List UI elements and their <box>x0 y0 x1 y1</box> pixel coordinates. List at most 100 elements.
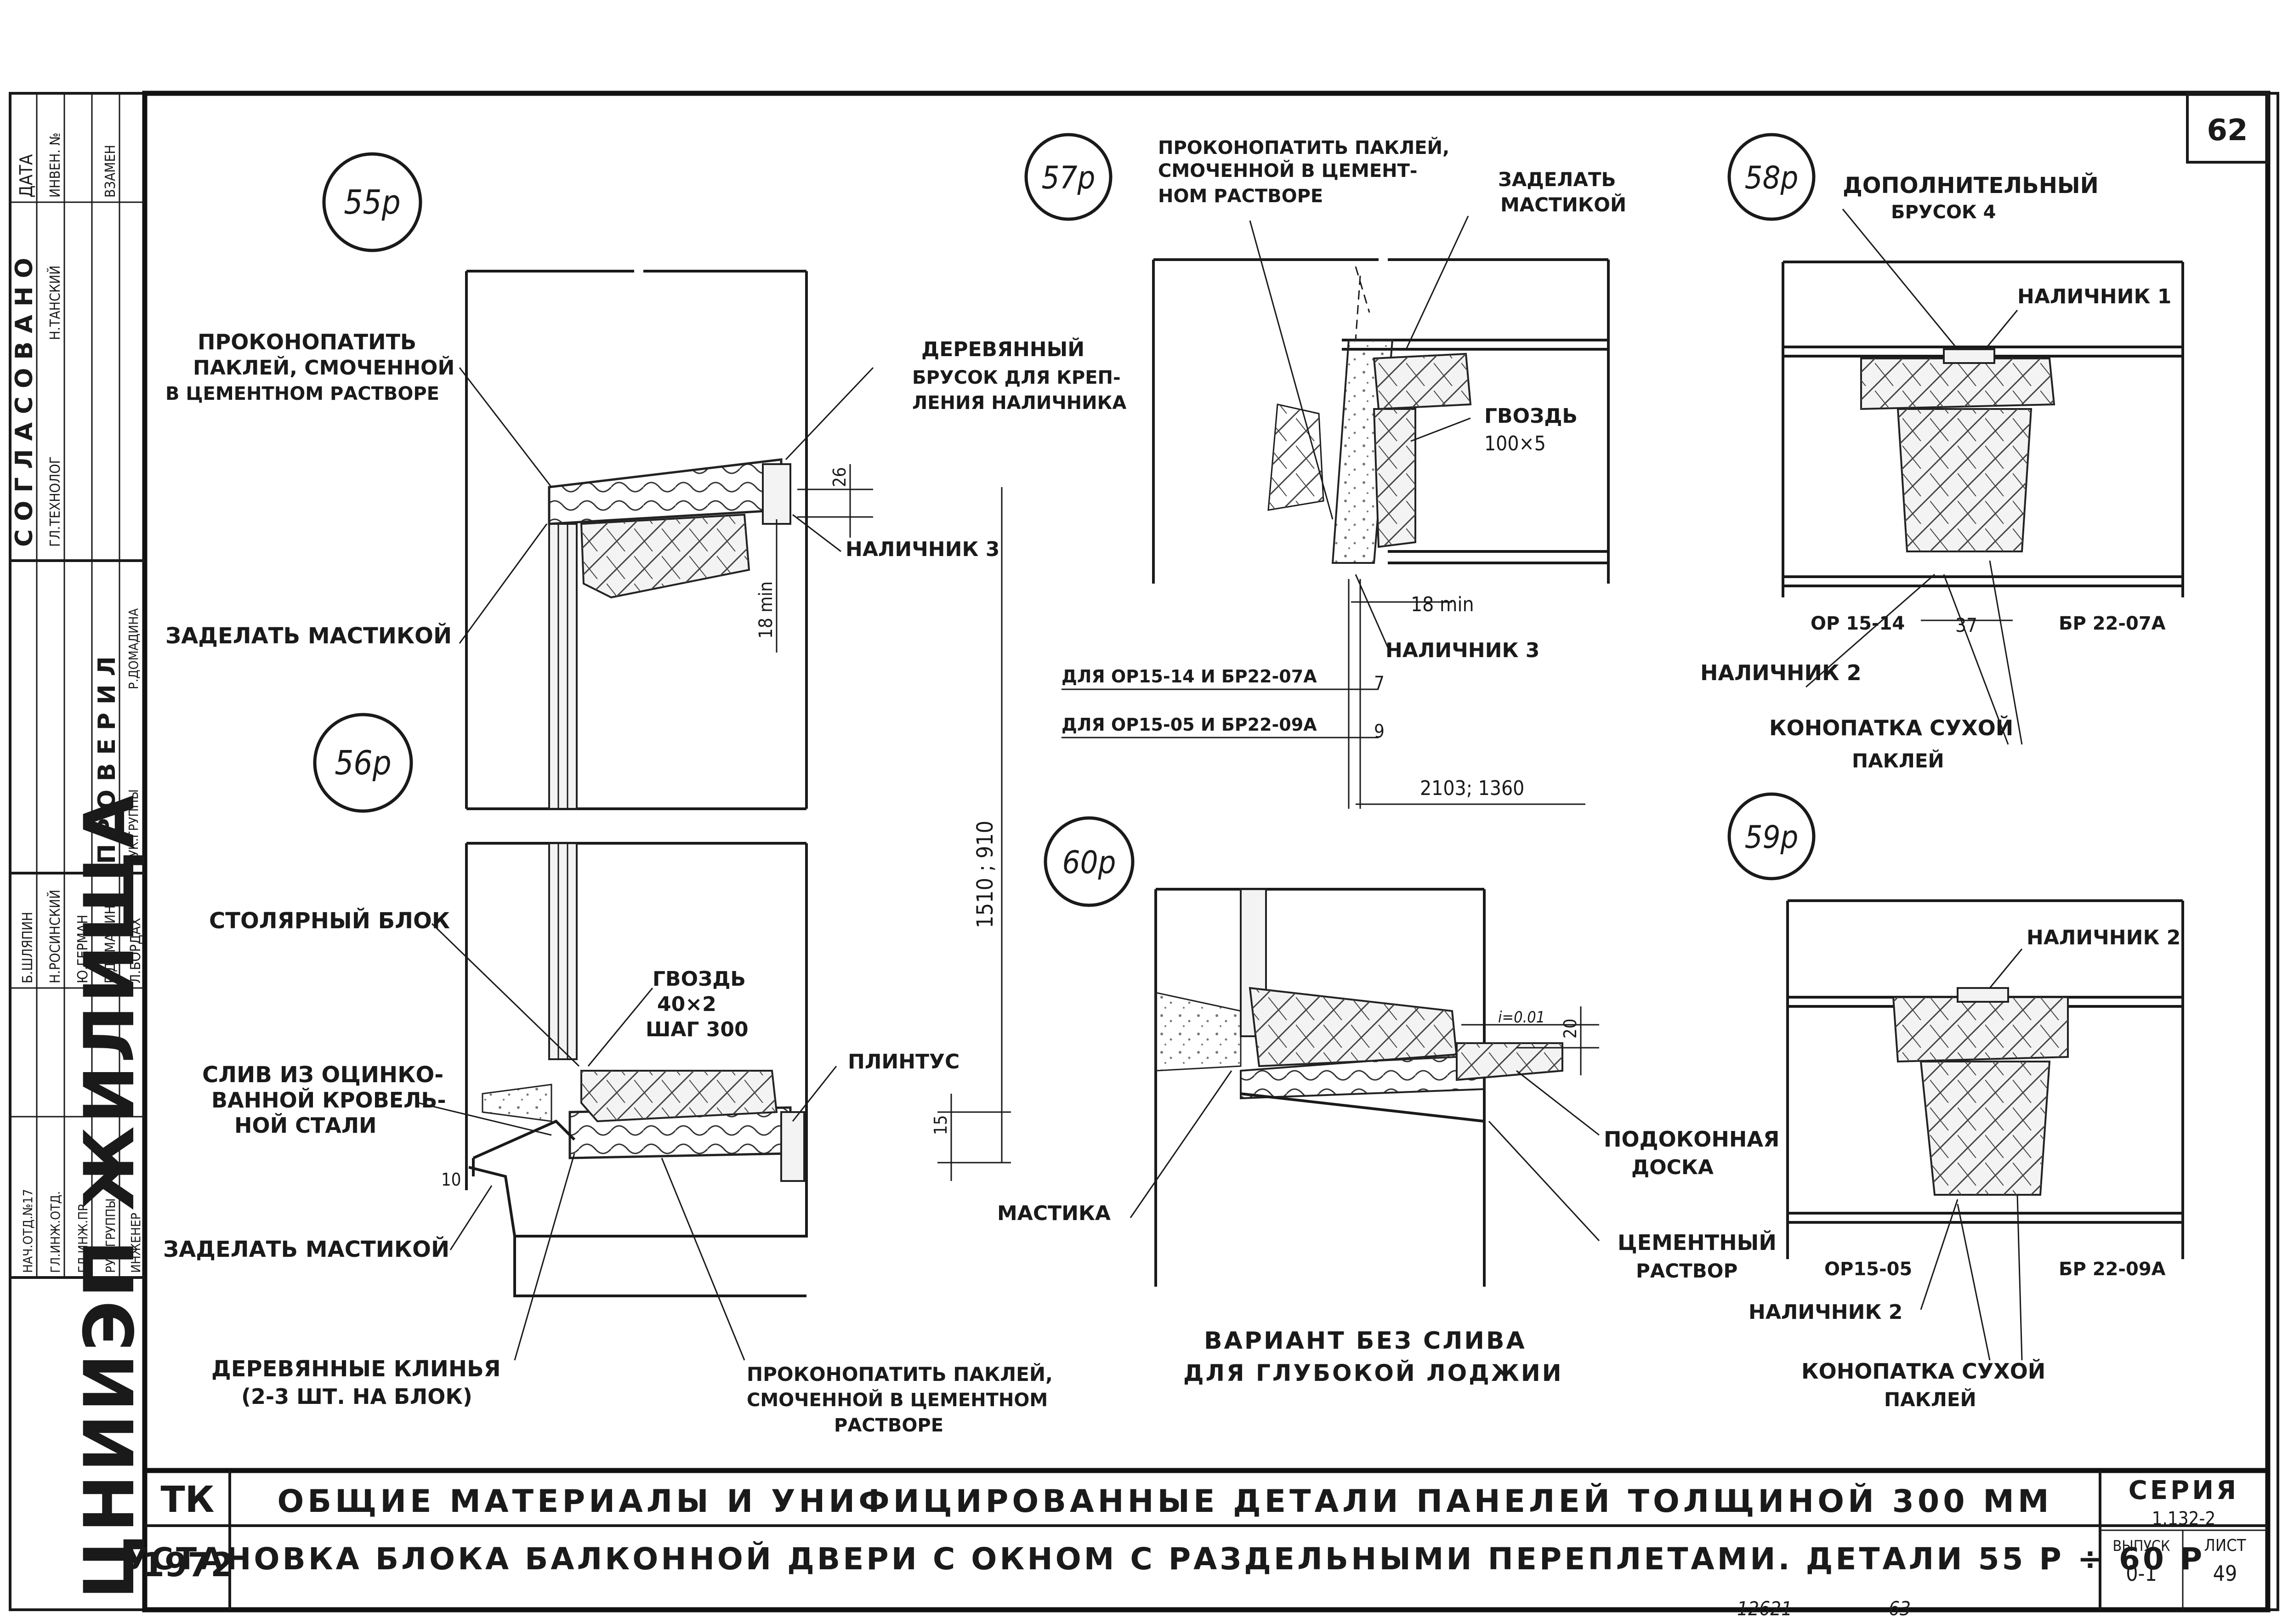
org-logo-text: ЦНИИЭП ЖИЛИЩА <box>70 792 150 1599</box>
svg-text:НАЛИЧНИК 3: НАЛИЧНИК 3 <box>1385 639 1539 662</box>
svg-text:ДЕРЕВЯННЫЕ КЛИНЬЯ: ДЕРЕВЯННЫЕ КЛИНЬЯ <box>211 1356 501 1382</box>
sheet-number-box: 62 <box>2186 92 2269 164</box>
stamp-name-3: Ю.ГЕРМАН <box>75 914 91 983</box>
svg-text:ОР 15-14: ОР 15-14 <box>1811 613 1905 634</box>
left-stamp: ДАТА ИНВЕН. № ВЗАМЕН СОГЛАСОВАНО Н.ТАНСК… <box>10 93 150 1599</box>
stamp-prov-row-1: Р.ДОМАДИНА <box>126 608 141 689</box>
svg-text:9: 9 <box>1374 721 1385 742</box>
list-value: 49 <box>2213 1561 2237 1586</box>
svg-text:ПАКЛЕЙ: ПАКЛЕЙ <box>1884 1388 1976 1411</box>
detail-56: 56р 15 10 1510 ; 910 СТО <box>163 487 1053 1436</box>
stamp-role-2: ГЛ.ИНЖ.ОТД. <box>48 1191 63 1273</box>
detail-59: 59р НАЛИЧНИК 2 ОР15-05 БР 22-09А НАЛИЧНИ… <box>1727 792 2184 1411</box>
svg-text:ПРОКОНОПАТИТЬ: ПРОКОНОПАТИТЬ <box>198 329 416 354</box>
svg-text:ДЛЯ ОР15-05 И БР22-09А: ДЛЯ ОР15-05 И БР22-09А <box>1062 715 1317 735</box>
svg-text:10: 10 <box>441 1170 461 1190</box>
svg-text:(2-3 ШТ. НА БЛОК): (2-3 ШТ. НА БЛОК) <box>241 1384 472 1409</box>
detail-57: 57р 18 min 7 9 2103; 1360 ПРОКОНОПА <box>1024 133 1626 809</box>
stamp-name-5: Л.БОРДАХ <box>128 918 144 983</box>
svg-text:18 min: 18 min <box>755 581 777 639</box>
svg-text:РАСТВОР: РАСТВОР <box>1636 1260 1737 1282</box>
svg-text:СЛИВ ИЗ ОЦИНКО-: СЛИВ ИЗ ОЦИНКО- <box>202 1062 443 1088</box>
detail-59-marker <box>1727 792 1816 880</box>
svg-text:57р: 57р <box>1042 160 1096 196</box>
svg-text:55р: 55р <box>344 183 401 221</box>
svg-text:ЗАДЕЛАТЬ МАСТИКОЙ: ЗАДЕЛАТЬ МАСТИКОЙ <box>165 623 452 649</box>
sheet-number: 62 <box>2207 114 2248 148</box>
svg-text:СМОЧЕННОЙ В ЦЕМЕНТ-: СМОЧЕННОЙ В ЦЕМЕНТ- <box>1158 159 1418 182</box>
svg-text:20: 20 <box>1560 1019 1580 1039</box>
svg-text:56р: 56р <box>335 744 392 782</box>
stamp-sog-row-2: ГЛ.ТЕХНОЛОГ <box>47 456 63 547</box>
svg-text:ПАКЛЕЙ: ПАКЛЕЙ <box>1852 749 1944 772</box>
stamp-role-1: НАЧ.ОТД.№17 <box>20 1189 35 1273</box>
svg-text:59р: 59р <box>1745 819 1799 856</box>
svg-text:ДОСКА: ДОСКА <box>1631 1156 1714 1179</box>
svg-text:ПРОКОНОПАТИТЬ ПАКЛЕЙ,: ПРОКОНОПАТИТЬ ПАКЛЕЙ, <box>747 1363 1053 1386</box>
stamp-name-1: Б.ШЛЯПИН <box>20 912 36 983</box>
stamp-role-5: ИНЖЕНЕР <box>128 1213 143 1273</box>
detail-60: 60р 20 i=0.01 МАСТИКА ПОДОКОННАЯ ДОСКА Ц… <box>997 816 1779 1386</box>
svg-text:18 min: 18 min <box>1411 593 1474 616</box>
inventory-page: 63 <box>1889 1597 1911 1620</box>
detail-55: 55р 26 18 min ПРОКОНОПАТИТЬ ПАКЛЕЙ, СМОЧ… <box>165 152 1126 810</box>
svg-text:ПРОКОНОПАТИТЬ ПАКЛЕЙ,: ПРОКОНОПАТИТЬ ПАКЛЕЙ, <box>1158 136 1449 159</box>
svg-text:60р: 60р <box>1062 845 1116 881</box>
svg-text:ГВОЗДЬ: ГВОЗДЬ <box>1484 404 1578 428</box>
svg-text:НАЛИЧНИК 2: НАЛИЧНИК 2 <box>2027 926 2180 949</box>
svg-text:ПОДОКОННАЯ: ПОДОКОННАЯ <box>1604 1127 1779 1152</box>
title-subtitle: УСТАНОВКА БЛОКА БАЛКОННОЙ ДВЕРИ С ОКНОМ … <box>125 1541 2205 1577</box>
svg-text:БР 22-07А: БР 22-07А <box>2059 613 2166 634</box>
detail-55-marker <box>322 152 422 252</box>
stamp-col-date: ДАТА <box>16 154 36 198</box>
svg-text:РАСТВОРЕ: РАСТВОРЕ <box>834 1415 943 1436</box>
svg-text:7: 7 <box>1374 673 1385 694</box>
svg-text:1510 ; 910: 1510 ; 910 <box>972 821 998 928</box>
svg-text:ДЛЯ ГЛУБОКОЙ ЛОДЖИИ: ДЛЯ ГЛУБОКОЙ ЛОДЖИИ <box>1183 1359 1563 1386</box>
stamp-soglasovano: СОГЛАСОВАНО <box>11 250 38 547</box>
svg-text:2103; 1360: 2103; 1360 <box>1420 777 1524 800</box>
svg-text:ВАННОЙ КРОВЕЛЬ-: ВАННОЙ КРОВЕЛЬ- <box>211 1088 446 1113</box>
svg-text:ПЛИНТУС: ПЛИНТУС <box>848 1050 959 1073</box>
svg-text:БР 22-09А: БР 22-09А <box>2059 1259 2166 1280</box>
svg-text:ШАГ 300: ШАГ 300 <box>646 1018 749 1041</box>
inventory-number: 12621 <box>1737 1597 1792 1620</box>
svg-text:НАЛИЧНИК 3: НАЛИЧНИК 3 <box>846 538 999 561</box>
svg-text:ГВОЗДЬ: ГВОЗДЬ <box>653 967 746 991</box>
list-label: ЛИСТ <box>2204 1536 2246 1555</box>
svg-text:СМОЧЕННОЙ В ЦЕМЕНТНОМ: СМОЧЕННОЙ В ЦЕМЕНТНОМ <box>747 1389 1048 1411</box>
svg-text:НОЙ СТАЛИ: НОЙ СТАЛИ <box>234 1113 377 1138</box>
svg-text:МАСТИКА: МАСТИКА <box>997 1202 1111 1225</box>
stamp-proveril: ПРОВЕРИЛ <box>93 648 121 864</box>
svg-text:ЛЕНИЯ НАЛИЧНИКА: ЛЕНИЯ НАЛИЧНИКА <box>912 392 1126 414</box>
stamp-role-4: РУК.ГРУППЫ <box>103 1198 118 1273</box>
detail-60-marker <box>1044 816 1135 907</box>
detail-58-marker <box>1727 133 1816 221</box>
inner-frame <box>142 91 2271 1613</box>
svg-text:БРУСОК ДЛЯ КРЕП-: БРУСОК ДЛЯ КРЕП- <box>912 367 1121 388</box>
svg-text:ЦЕМЕНТНЫЙ: ЦЕМЕНТНЫЙ <box>1618 1230 1777 1255</box>
svg-text:26: 26 <box>829 467 850 488</box>
svg-text:40×2: 40×2 <box>657 993 716 1016</box>
title-code: ТК <box>161 1479 215 1521</box>
stamp-col-replace: ВЗАМЕН <box>102 145 119 198</box>
title-main: ОБЩИЕ МАТЕРИАЛЫ И УНИФИЦИРОВАННЫЕ ДЕТАЛИ… <box>277 1483 2052 1520</box>
title-block: ТК 1972 ОБЩИЕ МАТЕРИАЛЫ И УНИФИЦИРОВАННЫ… <box>125 1468 2268 1610</box>
stamp-role-3: ГЛ.ИНЖ.ПР. <box>75 1201 91 1273</box>
svg-text:i=0.01: i=0.01 <box>1498 1008 1545 1027</box>
svg-text:НОМ РАСТВОРЕ: НОМ РАСТВОРЕ <box>1158 186 1323 207</box>
series-label: СЕРИЯ <box>2129 1476 2239 1505</box>
svg-text:В ЦЕМЕНТНОМ РАСТВОРЕ: В ЦЕМЕНТНОМ РАСТВОРЕ <box>165 383 439 404</box>
svg-text:ОР15-05: ОР15-05 <box>1824 1259 1912 1280</box>
svg-text:ПАКЛЕЙ, СМОЧЕННОЙ: ПАКЛЕЙ, СМОЧЕННОЙ <box>193 355 454 380</box>
svg-text:БРУСОК 4: БРУСОК 4 <box>1891 202 1996 223</box>
svg-text:ДЛЯ ОР15-14 И БР22-07А: ДЛЯ ОР15-14 И БР22-07А <box>1062 666 1317 687</box>
svg-text:100×5: 100×5 <box>1484 432 1546 455</box>
svg-text:НАЛИЧНИК 1: НАЛИЧНИК 1 <box>2017 285 2171 308</box>
stamp-name-2: Н.РОСИНСКИЙ <box>47 890 63 983</box>
detail-57-marker <box>1024 133 1113 221</box>
stamp-col-inv: ИНВЕН. № <box>47 132 63 198</box>
stamp-name-4: Р.ДОМАДИНА <box>102 896 119 983</box>
stamp-sog-row-1: Н.ТАНСКИЙ <box>47 266 63 341</box>
svg-text:ДОПОЛНИТЕЛЬНЫЙ: ДОПОЛНИТЕЛЬНЫЙ <box>1843 172 2099 199</box>
